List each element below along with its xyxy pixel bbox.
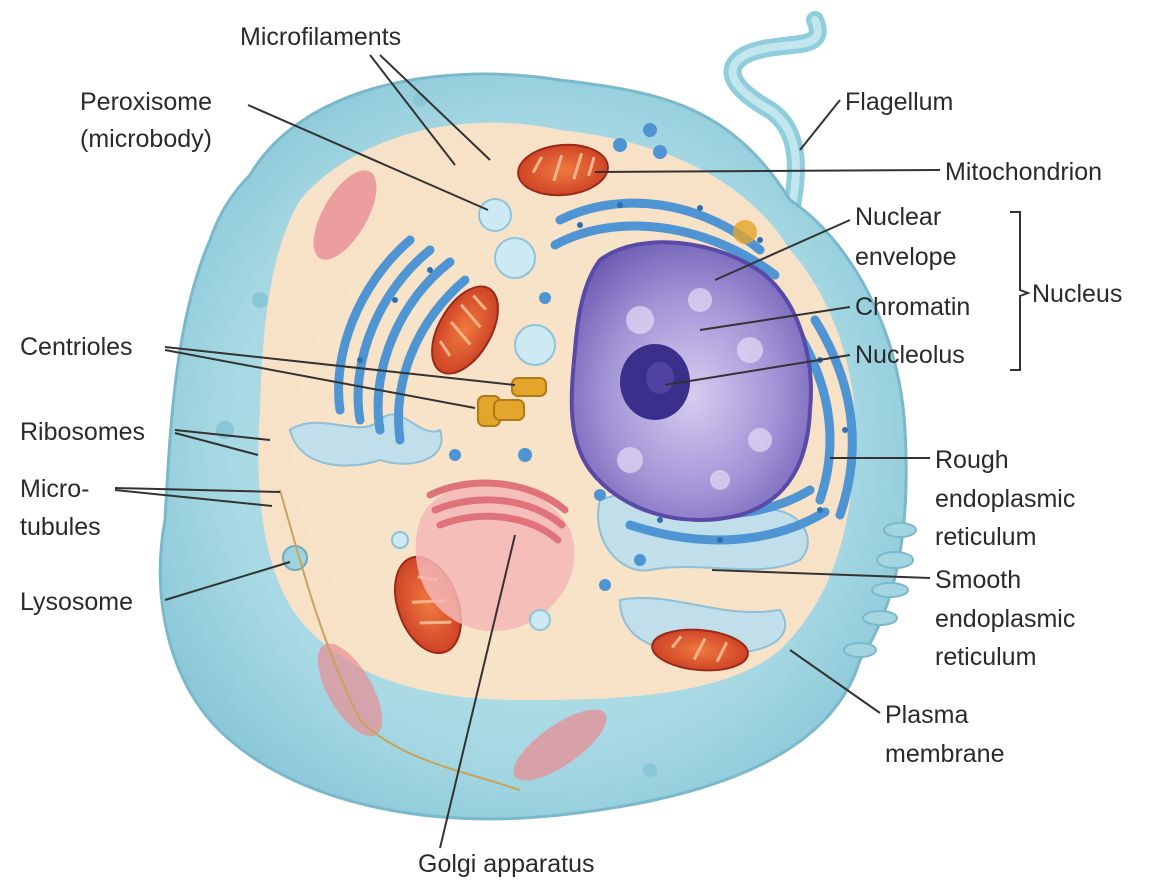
label-rough-er-2: endoplasmic — [935, 485, 1075, 513]
label-lysosome: Lysosome — [20, 588, 133, 616]
label-ribosomes: Ribosomes — [20, 418, 145, 446]
label-centrioles: Centrioles — [20, 333, 133, 361]
label-rough-er: Rough — [935, 446, 1009, 474]
label-chromatin: Chromatin — [855, 293, 970, 321]
label-plasma-membrane: Plasma — [885, 701, 968, 729]
label-smooth-er-2: endoplasmic — [935, 605, 1075, 633]
label-plasma-membrane-sub: membrane — [885, 740, 1005, 768]
label-mitochondrion: Mitochondrion — [945, 158, 1102, 186]
label-nucleus: Nucleus — [1032, 280, 1122, 308]
label-flagellum: Flagellum — [845, 88, 953, 116]
label-microtubules: Micro- — [20, 475, 89, 503]
label-microfilaments: Microfilaments — [240, 23, 401, 51]
label-rough-er-3: reticulum — [935, 523, 1036, 551]
label-nuclear-envelope-sub: envelope — [855, 243, 956, 271]
label-peroxisome: Peroxisome — [80, 88, 212, 116]
label-smooth-er: Smooth — [935, 566, 1021, 594]
label-nucleolus: Nucleolus — [855, 341, 965, 369]
label-peroxisome-sub: (microbody) — [80, 125, 212, 153]
label-nuclear-envelope: Nuclear — [855, 203, 941, 231]
lysosome-shape — [283, 546, 307, 570]
label-golgi: Golgi apparatus — [418, 850, 595, 878]
label-smooth-er-3: reticulum — [935, 643, 1036, 671]
label-microtubules-sub: tubules — [20, 513, 101, 541]
